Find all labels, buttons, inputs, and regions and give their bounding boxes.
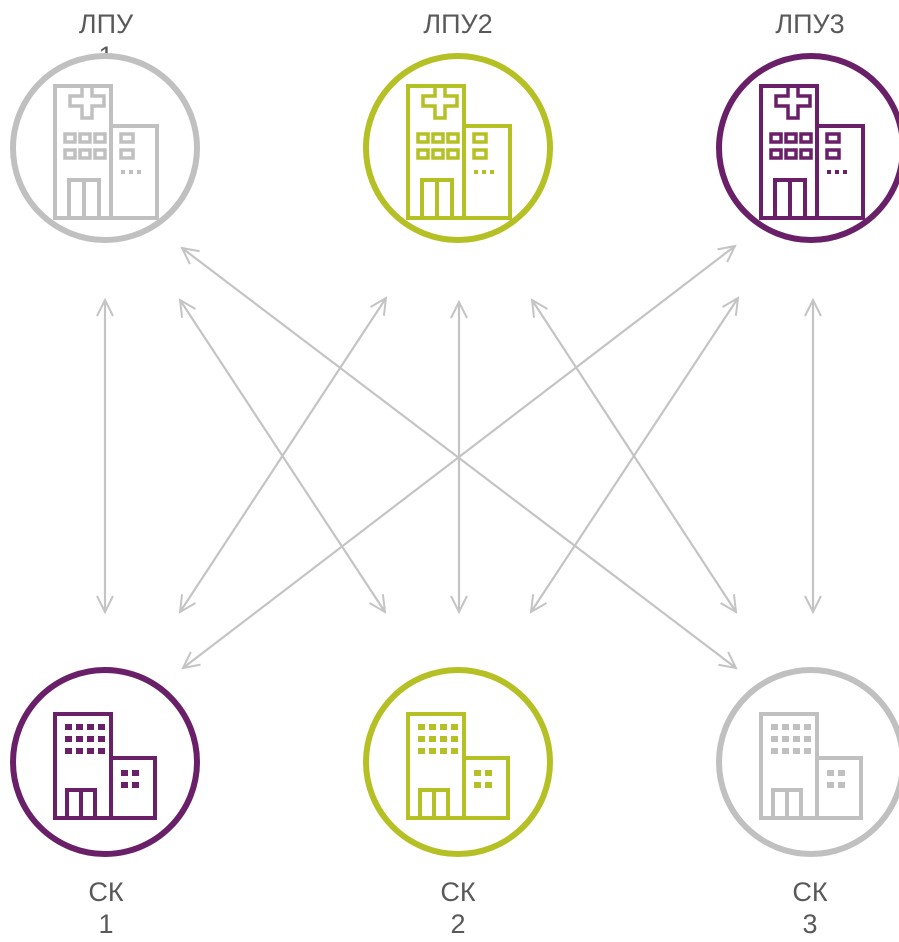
lpu2-label: ЛПУ2 xyxy=(358,8,558,40)
lpu2-node xyxy=(363,53,553,243)
lpu3-label: ЛПУ3 xyxy=(710,8,899,40)
sk1-label: СК 1 xyxy=(6,876,206,940)
sk2-label: СК 2 xyxy=(358,876,558,940)
sk1-label-line1: СК xyxy=(88,877,124,907)
sk2-label-line1: СК xyxy=(440,877,476,907)
sk3-label-line2: 3 xyxy=(802,909,818,939)
sk2-node xyxy=(363,667,553,857)
sk3-node xyxy=(716,667,899,857)
connection-arrows xyxy=(105,246,813,668)
sk3-label-line1: СК xyxy=(792,877,828,907)
arrow-lpu3-sk2 xyxy=(531,298,738,612)
lpu2-label-line1: ЛПУ2 xyxy=(423,9,493,39)
sk1-node xyxy=(10,667,200,857)
lpu1-label-line1: ЛПУ xyxy=(78,9,134,39)
sk2-label-line2: 2 xyxy=(450,909,466,939)
sk1-label-line2: 1 xyxy=(98,909,114,939)
lpu3-label-line1: ЛПУ3 xyxy=(775,9,845,39)
lpu3-node xyxy=(716,53,899,243)
lpu1-node xyxy=(10,53,200,243)
sk3-label: СК 3 xyxy=(710,876,899,940)
